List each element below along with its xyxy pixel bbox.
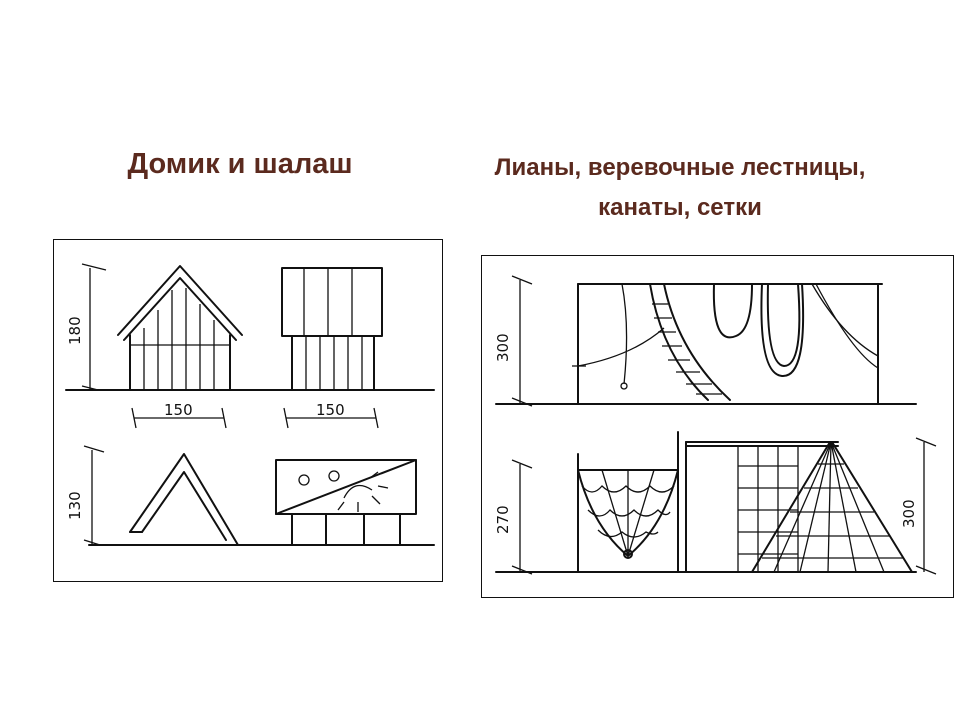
dimension-150-a: 150 bbox=[131, 401, 227, 429]
house-hut-drawing: 180 150 bbox=[65, 263, 435, 546]
dimension-130: 130 bbox=[66, 445, 105, 546]
dim-300-top-label: 300 bbox=[494, 333, 512, 362]
dim-150-a-label: 150 bbox=[164, 401, 193, 419]
vines-ropes-drawing: 300 bbox=[494, 275, 937, 575]
house-sketch bbox=[117, 265, 243, 391]
climbing-frame-sketch bbox=[685, 441, 913, 573]
a-frame-hut-sketch bbox=[129, 453, 239, 546]
dim-130-label: 130 bbox=[66, 491, 84, 520]
panel-vines-ropes-nets: 300 bbox=[481, 255, 954, 598]
dim-300-bottom-label: 300 bbox=[900, 499, 918, 528]
title-house-and-hut: Домик и шалаш bbox=[127, 148, 353, 180]
fence-house-sketch bbox=[281, 267, 383, 391]
dimension-300-top: 300 bbox=[494, 275, 533, 407]
dim-180-label: 180 bbox=[66, 316, 84, 345]
rope-frame-sketch bbox=[572, 283, 883, 405]
title-vines-ladders: Лианы, веревочные лестницы, канаты, сетк… bbox=[440, 148, 920, 228]
dimension-270: 270 bbox=[494, 459, 533, 575]
dim-270-label: 270 bbox=[494, 505, 512, 534]
sun-panel-platform-sketch bbox=[275, 459, 417, 546]
net-hammock-sketch bbox=[577, 431, 679, 573]
dimension-180: 180 bbox=[66, 263, 107, 391]
dimension-300-bottom: 300 bbox=[900, 437, 937, 575]
panel-house-hut: 180 150 bbox=[53, 239, 443, 582]
title-right-line-1: Лианы, веревочные лестницы, bbox=[494, 154, 866, 181]
dim-150-b-label: 150 bbox=[316, 401, 345, 419]
dimension-150-b: 150 bbox=[283, 401, 379, 429]
title-right-line-2: канаты, сетки bbox=[598, 194, 762, 221]
